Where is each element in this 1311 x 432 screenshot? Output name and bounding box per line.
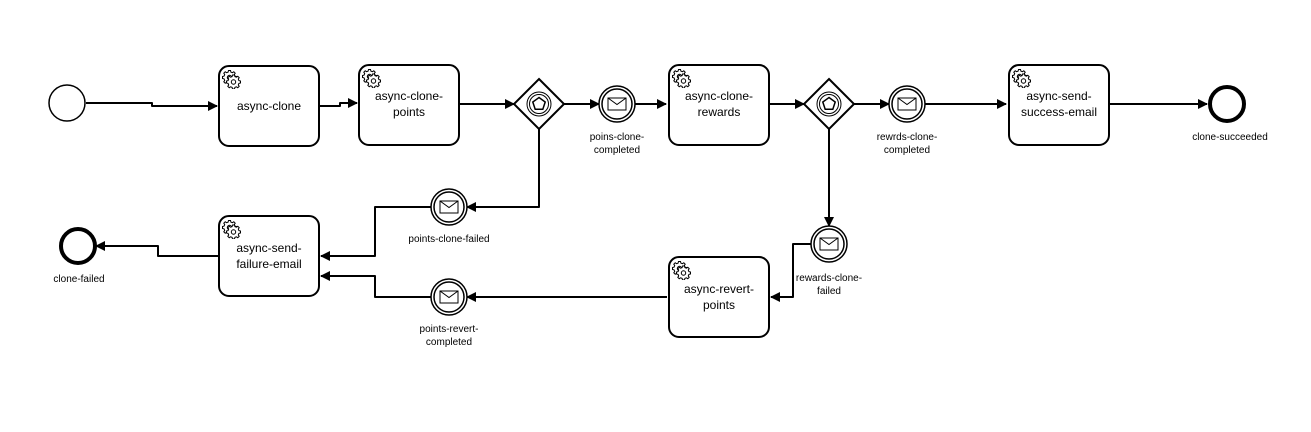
- flow-points-revert-completed-to-send-failure[interactable]: [320, 271, 431, 298]
- message-event-points-clone-failed[interactable]: points-clone-failed: [408, 188, 490, 245]
- message-event-rewrds-clone-completed[interactable]: rewrds-clone- completed: [877, 85, 938, 156]
- task-label-line-1: async-clone-: [685, 89, 753, 103]
- flow-gateway-1-to-points-clone-failed[interactable]: [466, 129, 540, 212]
- flow-start-to-async-clone[interactable]: [86, 101, 218, 111]
- task-label-line-1: async-clone-: [375, 89, 443, 103]
- end-event-clone-failed[interactable]: clone-failed: [53, 227, 105, 285]
- end-event-clone-succeeded[interactable]: clone-succeeded: [1192, 85, 1268, 143]
- event-label: clone-succeeded: [1192, 132, 1268, 143]
- envelope-icon: [439, 200, 459, 214]
- pentagon-icon: [531, 96, 547, 111]
- task-label: async-clone: [237, 99, 301, 113]
- event-label: points-clone-failed: [408, 234, 489, 245]
- task-label-line-1: async-revert-: [684, 282, 754, 296]
- event-label-line-2: failed: [817, 286, 841, 297]
- event-based-gateway-1[interactable]: [512, 77, 566, 131]
- task-label-line-2: points: [703, 298, 735, 312]
- flow-async-clone-to-clone-points[interactable]: [319, 98, 358, 108]
- task-async-clone-rewards[interactable]: async-clone- rewards: [668, 64, 770, 146]
- event-label: clone-failed: [53, 274, 104, 285]
- message-event-rewards-clone-failed[interactable]: rewards-clone- failed: [796, 225, 862, 297]
- message-event-points-revert-completed[interactable]: points-revert- completed: [420, 278, 479, 348]
- task-label-line-2: success-email: [1021, 105, 1097, 119]
- pentagon-icon: [821, 96, 837, 111]
- event-label-line-1: poins-clone-: [590, 132, 644, 143]
- flow-send-failure-to-clone-failed[interactable]: [95, 241, 219, 257]
- task-async-clone[interactable]: async-clone: [218, 65, 320, 147]
- task-async-revert-points[interactable]: async-revert- points: [668, 256, 770, 338]
- event-label-line-2: completed: [426, 337, 472, 348]
- task-async-send-success-email[interactable]: async-send- success-email: [1008, 64, 1110, 146]
- task-label-line-2: points: [393, 105, 425, 119]
- task-async-clone-points[interactable]: async-clone- points: [358, 64, 460, 146]
- event-based-gateway-2[interactable]: [802, 77, 856, 131]
- event-label-line-1: rewards-clone-: [796, 273, 862, 284]
- envelope-icon: [819, 237, 839, 251]
- task-label-line-2: rewards: [698, 105, 741, 119]
- flow-points-clone-failed-to-send-failure[interactable]: [320, 206, 431, 261]
- message-event-poins-clone-completed[interactable]: poins-clone- completed: [590, 85, 644, 156]
- sequence-flows: [86, 98, 1208, 302]
- task-label-line-1: async-send-: [236, 241, 301, 255]
- task-async-send-failure-email[interactable]: async-send- failure-email: [218, 215, 320, 297]
- task-label-line-1: async-send-: [1026, 89, 1091, 103]
- event-label-line-2: completed: [594, 145, 640, 156]
- event-label-line-1: rewrds-clone-: [877, 132, 938, 143]
- envelope-icon: [897, 97, 917, 111]
- flow-rewards-clone-failed-to-revert-points[interactable]: [770, 243, 811, 302]
- event-label-line-2: completed: [884, 145, 930, 156]
- task-label-line-2: failure-email: [236, 257, 301, 271]
- envelope-icon: [607, 97, 627, 111]
- start-event[interactable]: [48, 84, 86, 122]
- envelope-icon: [439, 290, 459, 304]
- event-label-line-1: points-revert-: [420, 324, 479, 335]
